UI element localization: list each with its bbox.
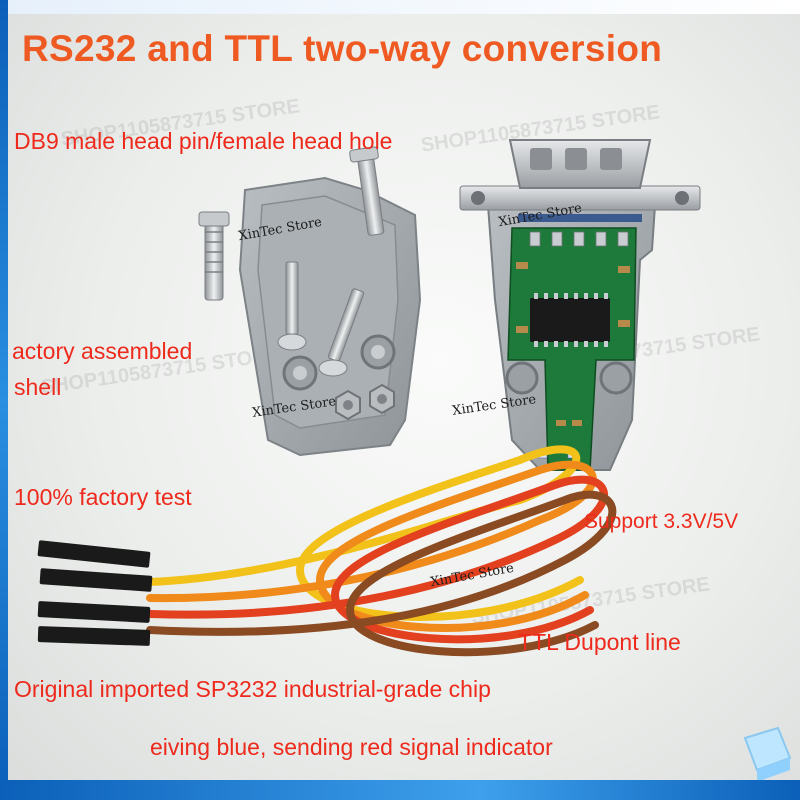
caption-factory-test: 100% factory test [14,484,192,510]
page-title: RS232 and TTL two-way conversion [22,28,663,69]
machine-screw-2 [318,288,365,377]
dupont-connectors [37,540,153,646]
caption-voltage: Support 3.3V/5V [584,510,739,533]
dupont-wires [146,445,617,657]
caption-factory-assembled: actory assembled [12,338,193,364]
sp3232-chip [530,298,610,342]
caption-dupont-line: TTL Dupont line [518,629,681,655]
converter-pcb [507,227,637,471]
frame-top-band [0,0,800,14]
caption-chip: Original imported SP3232 industrial-grad… [14,676,491,702]
machine-screw-1 [277,261,307,351]
thumb-screw-left [198,211,230,301]
corner-cube-icon [743,726,792,782]
caption-db9: DB9 male head pin/female head hole [14,128,393,154]
caption-indicator: eiving blue, sending red signal indicato… [150,734,553,760]
frame-bottom-band [0,780,800,800]
thumb-screw-top [349,146,385,236]
hex-nuts [335,383,395,421]
shell-half-left [238,176,422,457]
caption-shell: shell [14,374,62,400]
frame-left-band [0,0,8,800]
